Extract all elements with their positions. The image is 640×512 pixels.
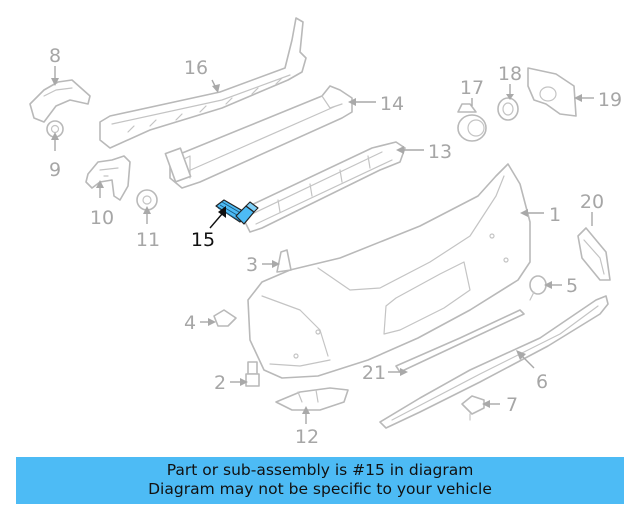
part-1-bumper-cover[interactable]: [247, 163, 531, 379]
part-3-pin[interactable]: [276, 249, 292, 273]
callout-2: 2: [214, 372, 226, 394]
callout-19: 19: [598, 89, 622, 111]
callout-3: 3: [246, 254, 258, 276]
callout-16: 16: [184, 57, 208, 79]
callout-10: 10: [90, 207, 114, 229]
part-10-side-bracket[interactable]: [85, 155, 131, 201]
callout-7: 7: [506, 394, 518, 416]
banner-line-2: Diagram may not be specific to your vehi…: [148, 480, 492, 498]
part-18-sensor-ring[interactable]: [497, 97, 519, 121]
callout-5: 5: [566, 275, 578, 297]
callout-17: 17: [460, 77, 484, 99]
callout-4: 4: [184, 312, 196, 334]
part-2-screw[interactable]: [245, 361, 260, 387]
part-20-reflector[interactable]: [577, 227, 611, 281]
part-13-absorber[interactable]: [244, 141, 406, 233]
part-4-clip[interactable]: [213, 309, 237, 327]
parts-diagram: 8 9 10 11 16 14 13 17 18 19 20 1 15 3 5 …: [29, 17, 622, 448]
callout-11: 11: [136, 229, 160, 251]
callout-8: 8: [49, 45, 61, 67]
leader-lines: [51, 66, 594, 424]
part-17-sensor[interactable]: [457, 103, 487, 142]
callout-9: 9: [49, 159, 61, 181]
callout-21: 21: [362, 362, 386, 384]
part-8-bracket[interactable]: [29, 79, 91, 123]
part-11-nut[interactable]: [136, 189, 158, 211]
banner-line-1: Part or sub-assembly is #15 in diagram: [166, 461, 474, 479]
info-banner: Part or sub-assembly is #15 in diagram D…: [16, 457, 624, 504]
part-5-cap[interactable]: [529, 275, 547, 301]
callout-20: 20: [580, 191, 604, 213]
callout-12: 12: [295, 426, 319, 448]
part-12-lower-trim[interactable]: [275, 387, 349, 411]
callout-6: 6: [536, 371, 548, 393]
callout-1: 1: [549, 204, 561, 226]
part-19-sensor-bracket[interactable]: [527, 67, 577, 117]
part-14-rear-beam[interactable]: [164, 85, 353, 189]
callout-14: 14: [380, 93, 404, 115]
part-16-upper-bar[interactable]: [99, 17, 307, 149]
callout-18: 18: [498, 63, 522, 85]
callout-labels: 8 9 10 11 16 14 13 17 18 19 20 1 15 3 5 …: [49, 45, 622, 448]
callout-13: 13: [428, 141, 452, 163]
callout-15: 15: [191, 229, 215, 251]
part-7-clip[interactable]: [461, 395, 485, 421]
